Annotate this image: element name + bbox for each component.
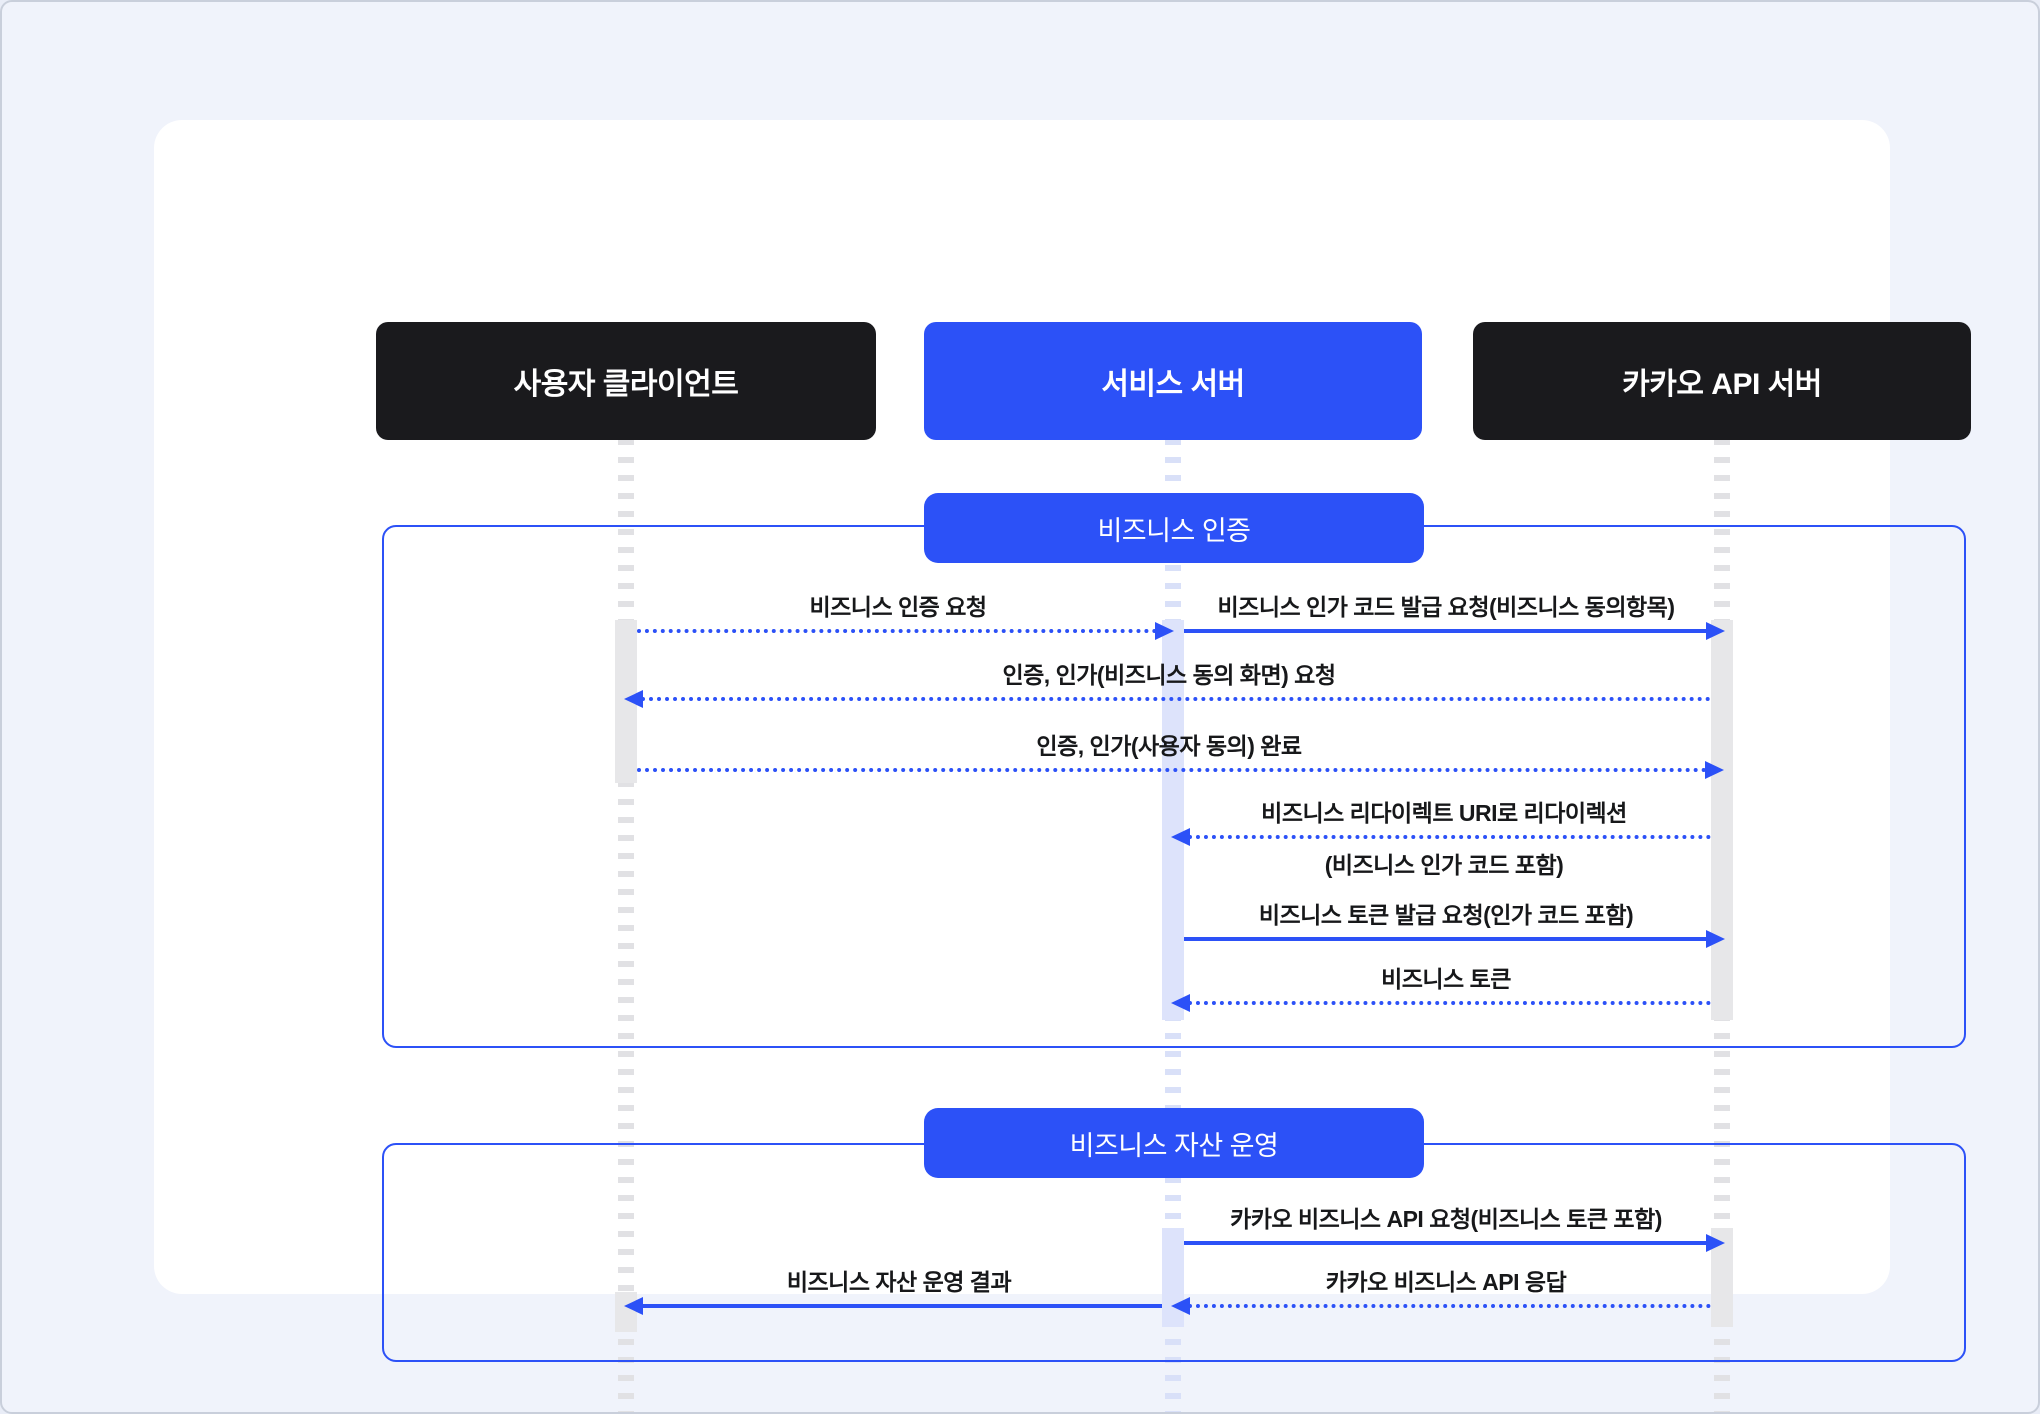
diagram-card: 사용자 클라이언트 서비스 서버 카카오 API 서버 비즈니스 인증 비즈니스…: [154, 120, 1971, 1412]
message-8-arrow: [1184, 1234, 1725, 1252]
message-8-label: 카카오 비즈니스 API 요청(비즈니스 토큰 포함): [1230, 1206, 1662, 1232]
message-9-arrow: [1171, 1297, 1711, 1315]
arrowhead-right-icon: [1706, 1234, 1725, 1252]
message-10-label: 비즈니스 자산 운영 결과: [786, 1269, 1012, 1295]
section-label-business-auth-text: 비즈니스 인증: [1097, 515, 1251, 546]
section-label-business-asset-ops: 비즈니스 자산 운영: [924, 1108, 1424, 1178]
arrowhead-left-icon: [1171, 1297, 1190, 1315]
activation-kakao-1: [1711, 620, 1733, 1020]
actor-service-server-label: 서비스 서버: [1101, 368, 1245, 401]
message-3-label: 인증, 인가(비즈니스 동의 화면) 요청: [1002, 662, 1336, 688]
message-5-label: 비즈니스 리다이렉트 URI로 리다이렉션: [1261, 800, 1627, 826]
message-10-arrow: [624, 1297, 1162, 1315]
message-5-sublabel: (비즈니스 인가 코드 포함): [1324, 852, 1564, 878]
message-4-arrow: [637, 761, 1724, 779]
section-label-business-auth: 비즈니스 인증: [924, 493, 1424, 563]
message-1-arrow: [637, 622, 1174, 640]
arrowhead-left-icon: [624, 1297, 643, 1315]
message-9-label: 카카오 비즈니스 API 응답: [1325, 1269, 1567, 1295]
actor-kakao-api-server-label: 카카오 API 서버: [1622, 368, 1822, 401]
message-1-label: 비즈니스 인증 요청: [809, 594, 987, 620]
arrowhead-right-icon: [1706, 622, 1725, 640]
section-label-business-asset-ops-text: 비즈니스 자산 운영: [1069, 1130, 1279, 1161]
actor-user-client-label: 사용자 클라이언트: [513, 368, 739, 401]
arrowhead-left-icon: [1171, 828, 1190, 846]
activation-kakao-2: [1711, 1228, 1733, 1327]
arrowhead-right-icon: [1706, 930, 1725, 948]
actor-kakao-api-server: 카카오 API 서버: [1473, 322, 1971, 440]
message-6-label: 비즈니스 토큰 발급 요청(인가 코드 포함): [1258, 902, 1634, 928]
message-4-label: 인증, 인가(사용자 동의) 완료: [1036, 733, 1302, 759]
message-7-label: 비즈니스 토큰: [1381, 966, 1511, 992]
message-2-label: 비즈니스 인가 코드 발급 요청(비즈니스 동의항목): [1217, 594, 1675, 620]
message-5-arrow: [1171, 828, 1711, 846]
arrowhead-left-icon: [1171, 994, 1190, 1012]
arrowhead-left-icon: [624, 690, 643, 708]
actor-user-client: 사용자 클라이언트: [376, 322, 876, 440]
arrowhead-right-icon: [1155, 622, 1174, 640]
activation-service-1: [1162, 620, 1184, 1020]
message-3-arrow: [624, 690, 1711, 708]
arrowhead-right-icon: [1705, 761, 1724, 779]
message-7-arrow: [1171, 994, 1711, 1012]
message-6-arrow: [1184, 930, 1725, 948]
actor-service-server: 서비스 서버: [924, 322, 1422, 440]
message-2-arrow: [1184, 622, 1725, 640]
